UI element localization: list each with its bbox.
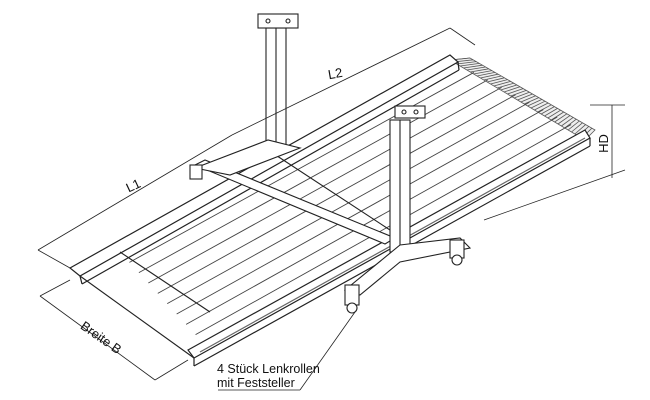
ramp-hatch-line [507, 88, 524, 95]
deck-board-line [157, 94, 516, 294]
ramp-hatch-line [487, 77, 505, 83]
ramp-hatch-line [551, 111, 564, 121]
ramp-hatch-line [460, 63, 480, 67]
caster-note-line-1: 4 Stück Lenkrollen [217, 362, 320, 376]
ramp-hatch-line [483, 75, 502, 81]
ramp-hatch-line [470, 68, 489, 73]
ramp-hatch-line [561, 117, 574, 127]
ramp [448, 57, 596, 141]
ramp-hatch-line [524, 97, 539, 105]
ramp-hatch-line [497, 82, 514, 89]
post-front [343, 105, 472, 296]
ramp-hatch-line [476, 72, 496, 77]
ramp-hatch-line [527, 99, 543, 107]
caster-note: 4 Stück Lenkrollen mit Feststeller [217, 362, 320, 390]
deck-board-line [195, 124, 572, 336]
ramp-hatch-line [574, 124, 586, 135]
post-rear [193, 13, 302, 176]
ramp-hatch-line [500, 84, 517, 91]
deck-board-line [185, 116, 558, 325]
ramp-hatch-line [466, 66, 486, 71]
ramp-hatch-line [530, 100, 546, 109]
ramp-hatch-line [534, 102, 549, 111]
deck-board-line [176, 109, 544, 315]
ramp-hatch-line [490, 79, 508, 85]
dimension-hd: HD [595, 134, 611, 153]
ramp-hatch-line [571, 122, 583, 133]
ramp-hatch-line [554, 113, 568, 123]
ramp-hatch-line [557, 115, 571, 125]
ramp-hatch-line [547, 109, 561, 119]
ramp-hatch-line [503, 86, 521, 93]
ramp-hatch-line [537, 104, 552, 113]
ramp-hatch-line [463, 64, 483, 69]
ramp-hatch-line [540, 106, 555, 115]
deck-board-line [138, 79, 488, 274]
deck-board-line [148, 86, 502, 284]
ramp-hatch-line [517, 93, 533, 101]
deck-board-line [129, 72, 475, 263]
ramp-hatch-line [520, 95, 536, 103]
dimension-l2: L2 [326, 64, 344, 83]
dimension-lines [37, 27, 626, 391]
ramp-hatch-line [567, 120, 580, 131]
ramp-hatch-line [473, 70, 492, 75]
ramp-hatch-line [513, 91, 530, 99]
ramp-hatch-line [510, 90, 527, 97]
ramp-hatch-line [493, 81, 511, 87]
end-rails [79, 251, 211, 359]
caster-note-line-2: mit Feststeller [217, 376, 295, 390]
caster-wheels [189, 164, 465, 314]
ramp-hatch-line [544, 108, 558, 117]
ramp-hatch-line [480, 73, 499, 79]
ramp-hatch-line [456, 61, 477, 65]
